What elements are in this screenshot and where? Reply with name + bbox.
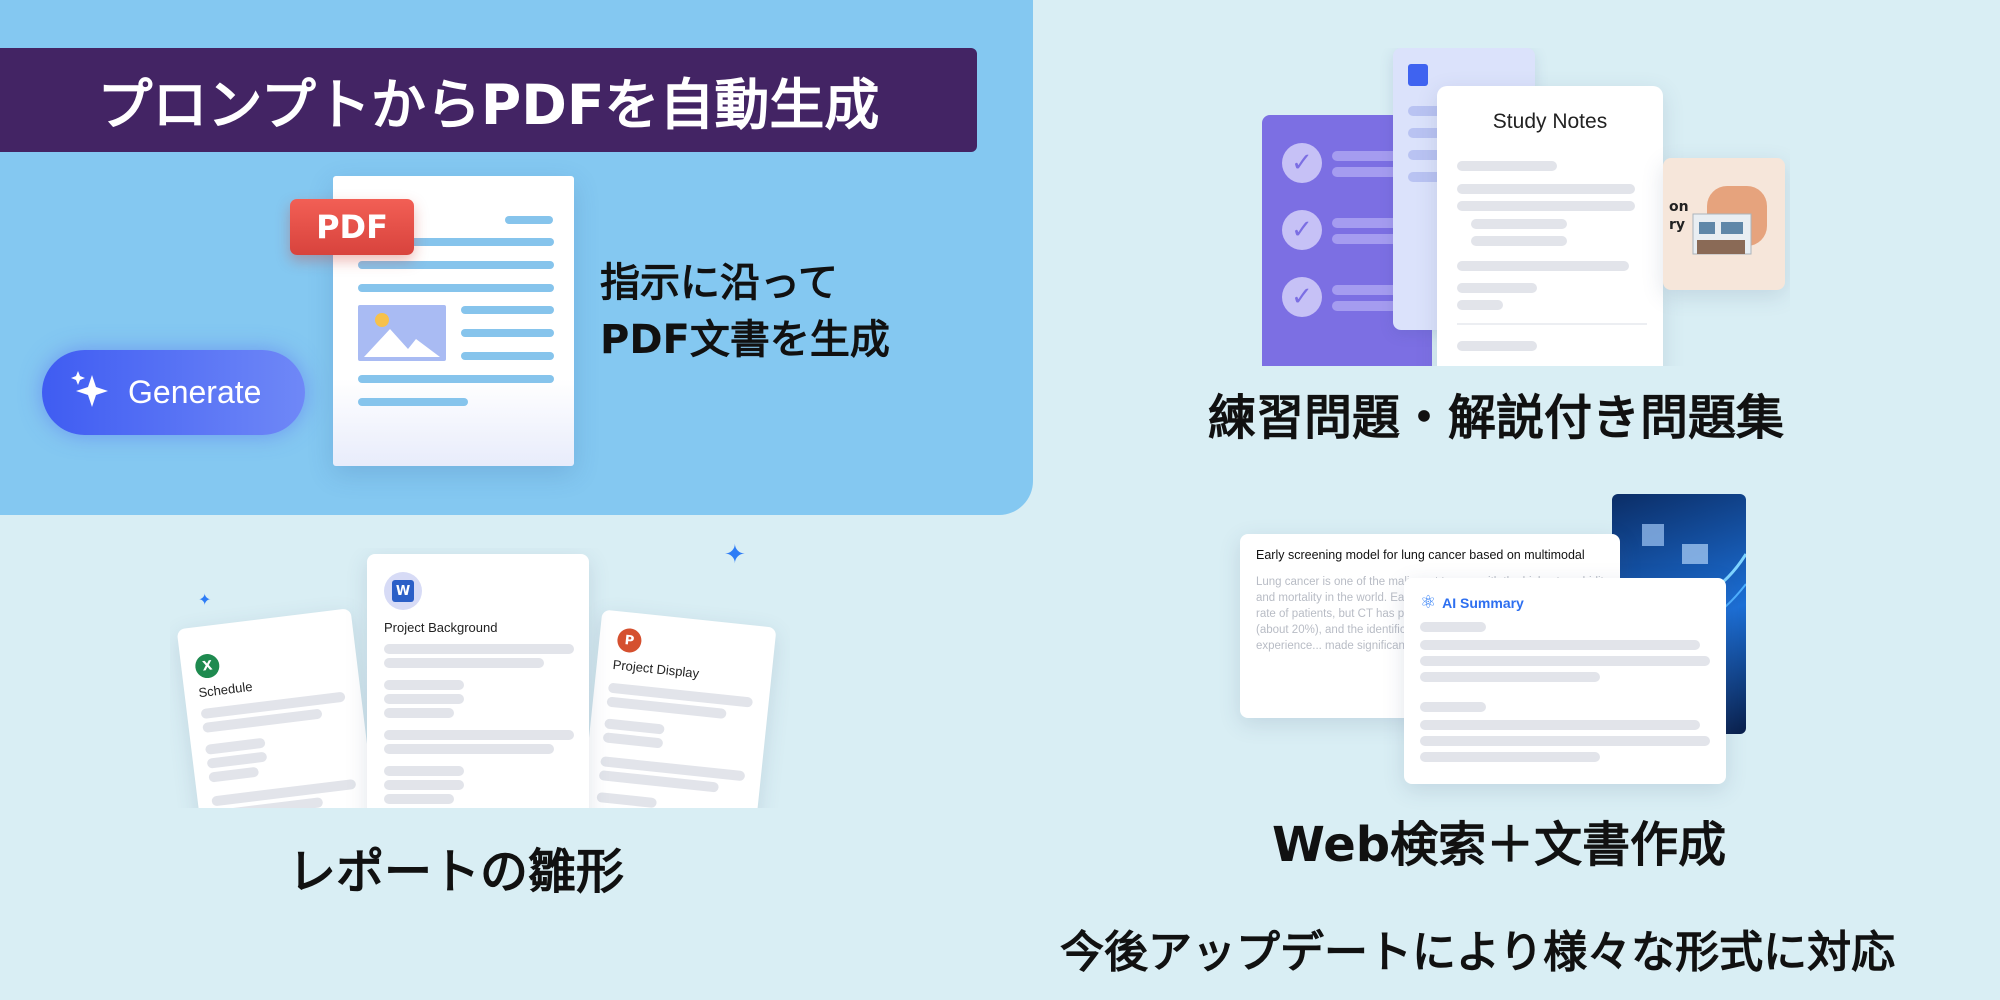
generate-button[interactable]: Generate: [42, 350, 305, 435]
schedule-card: X Schedule: [176, 608, 379, 808]
project-background-title: Project Background: [384, 620, 498, 635]
sparkle-icon: ✦: [198, 590, 212, 609]
project-display-card: P Project Display: [578, 609, 777, 808]
web-search-illustration: Early screening model for lung cancer ba…: [1230, 490, 1760, 790]
ai-summary-label: AI Summary: [1442, 594, 1524, 611]
project-display-title: Project Display: [612, 656, 700, 681]
panel-description-line2: PDF文書を生成: [600, 317, 890, 363]
project-background-card: W Project Background: [367, 554, 589, 808]
document-icon: [1408, 64, 1428, 86]
sparkle-icon: ✦: [724, 540, 746, 570]
building-image: [1689, 184, 1769, 274]
atom-icon: ⚛: [1420, 592, 1437, 613]
study-notes-title: Study Notes: [1492, 110, 1608, 133]
check-icon: ✓: [1282, 277, 1322, 317]
ai-summary-header: ⚛ AI Summary: [1420, 592, 1524, 613]
article-title: Early screening model for lung cancer ba…: [1256, 548, 1585, 562]
banner-title: プロンプトからPDFを自動生成: [0, 48, 977, 152]
study-illustration: ✓ ✓ ✓ Study Notes on ry: [1260, 48, 1790, 366]
image-placeholder-icon: [358, 305, 446, 361]
powerpoint-icon: P: [616, 627, 643, 654]
check-icon: ✓: [1282, 210, 1322, 250]
architecture-card: on ry: [1663, 158, 1785, 290]
panel-description-line1: 指示に沿って: [600, 260, 838, 306]
ai-summary-card: ⚛ AI Summary: [1404, 578, 1726, 784]
study-caption: 練習問題・解説付き問題集: [1208, 390, 1785, 446]
pdf-badge: PDF: [290, 199, 414, 255]
report-caption: レポートの雛形: [288, 844, 625, 900]
check-icon: ✓: [1282, 143, 1322, 183]
schedule-title: Schedule: [197, 678, 254, 701]
excel-icon: X: [193, 652, 221, 680]
sparkle-icon: [70, 369, 110, 417]
report-illustration: X Schedule P Project Display W Project B…: [170, 548, 790, 808]
web-caption: Web検索＋文書作成: [1272, 817, 1727, 873]
panel-description: 指示に沿って PDF文書を生成: [600, 255, 890, 369]
word-icon: W: [384, 572, 422, 610]
generate-label: Generate: [128, 374, 262, 410]
architecture-card-text: on ry: [1669, 199, 1689, 233]
study-notes-card: Study Notes: [1437, 86, 1663, 366]
footer-note: 今後アップデートにより様々な形式に対応: [1060, 927, 1896, 978]
